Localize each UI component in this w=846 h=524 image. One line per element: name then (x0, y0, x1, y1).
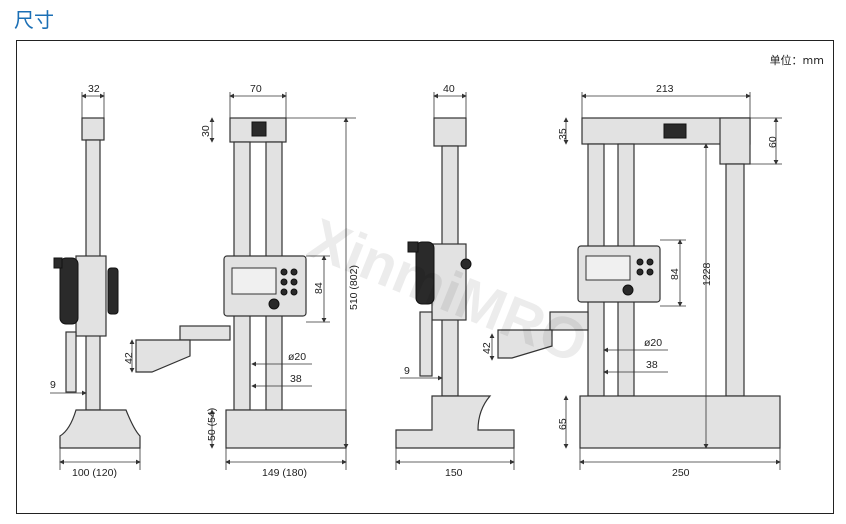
v2-base (225, 409, 347, 449)
v2-feed-wheel (268, 298, 280, 310)
v2-scriber (135, 339, 191, 373)
v3-top-width-label: 40 (443, 83, 455, 95)
v1-top-width-label: 32 (88, 83, 100, 95)
v1-base (59, 409, 141, 449)
v4-beam-icon (663, 123, 687, 139)
v1-base-width-label: 100 (120) (72, 467, 117, 479)
view-1: 32 9 100 (120) (50, 83, 141, 479)
v4-base-height-label: 65 (557, 418, 569, 430)
v1-dial (59, 257, 79, 325)
v4-button-4 (646, 268, 654, 276)
v4-unit-height-label: 84 (669, 268, 681, 280)
v1-handle (107, 267, 119, 315)
v3-knob (407, 241, 419, 253)
v2-base-width-label: 149 (180) (262, 467, 307, 479)
view-4: 213 35 60 84 1228 ø20 38 65 250 (497, 83, 782, 479)
v2-base-height-label: 50 (54) (206, 408, 218, 441)
v1-step-label: 9 (50, 379, 56, 391)
v2-button-5 (280, 288, 288, 296)
v1-slider (75, 255, 107, 337)
v4-lcd (585, 255, 631, 281)
v4-side-height-label: 60 (767, 136, 779, 148)
v2-button-6 (290, 288, 298, 296)
v3-top-cap (433, 117, 467, 147)
v3-dial (415, 241, 435, 305)
view-2: 70 30 510 (802) 84 42 ø20 38 50 (54) 149… (123, 83, 360, 479)
v4-total-height-label: 1228 (701, 262, 713, 286)
v4-right-head (719, 117, 751, 165)
v4-feed-wheel (622, 284, 634, 296)
v4-base (579, 395, 781, 449)
v2-button-3 (280, 278, 288, 286)
v4-arm (549, 311, 589, 331)
page-title: 尺寸 (14, 8, 54, 32)
v4-head-height-label: 35 (557, 128, 569, 140)
v2-cap-icon (251, 121, 267, 137)
v4-top-width-label: 213 (656, 83, 674, 95)
v4-button-1 (636, 258, 644, 266)
v2-unit-height-label: 84 (313, 282, 325, 294)
v3-feed-wheel (460, 258, 472, 270)
v2-head-height-label: 30 (200, 125, 212, 137)
v4-base-width-label: 250 (672, 467, 690, 479)
unit-note: 单位：mm (769, 54, 824, 67)
v2-total-height-label: 510 (802) (348, 265, 360, 310)
drawing-frame (16, 40, 834, 514)
v2-button-1 (280, 268, 288, 276)
v2-lcd (231, 267, 277, 295)
v2-button-4 (290, 278, 298, 286)
v2-button-2 (290, 268, 298, 276)
v3-arm-height-label: 42 (481, 342, 493, 354)
v2-depth-label: 38 (290, 373, 302, 385)
v2-arm (179, 325, 231, 341)
v3-base (395, 395, 515, 449)
v1-scriber (65, 331, 77, 393)
v2-arm-height-label: 42 (123, 352, 135, 364)
v3-scriber (419, 311, 433, 377)
v4-button-3 (636, 268, 644, 276)
v2-dia-label: ø20 (288, 351, 306, 363)
v4-depth-label: 38 (646, 359, 658, 371)
v1-top-cap (81, 117, 105, 141)
v2-top-width-label: 70 (250, 83, 262, 95)
v4-button-2 (646, 258, 654, 266)
v1-knob (53, 257, 63, 269)
v4-dia-label: ø20 (644, 337, 662, 349)
v4-support-column (725, 163, 745, 397)
view-3: 40 42 9 150 (395, 83, 515, 479)
v3-base-width-label: 150 (445, 467, 463, 479)
v3-step-label: 9 (404, 365, 410, 377)
v4-scriber (497, 329, 553, 359)
